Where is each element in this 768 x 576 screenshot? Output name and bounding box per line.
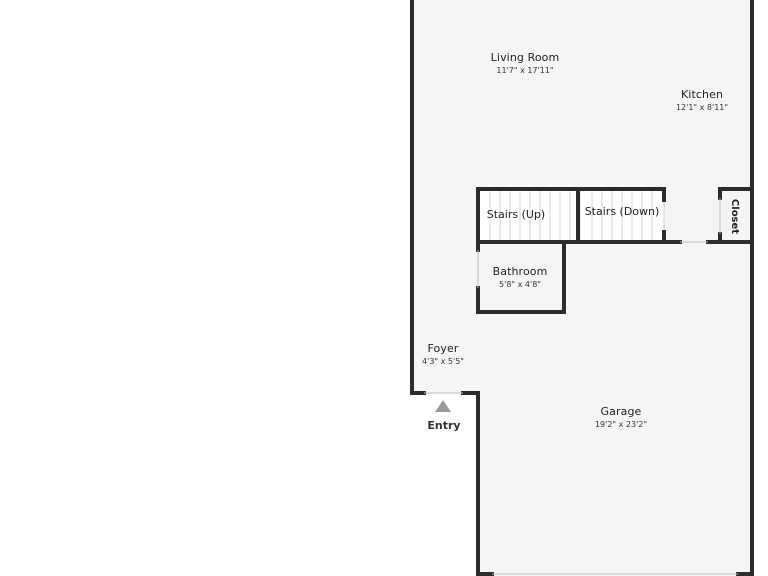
garage-name: Garage [600,405,642,418]
floor-fill [412,0,754,576]
stairs-down-label: Stairs (Down) [584,205,660,218]
stairs-down-graphic [579,188,665,242]
garage-dims: 19'2" x 23'2" [594,420,648,429]
entry-label: Entry [427,419,461,432]
door-openings [424,198,738,575]
living-room-label: Living Room 11'7" x 17'11" [491,51,560,75]
kitchen-dims: 12'1" x 8'11" [675,103,729,112]
kitchen-label: Kitchen 12'1" x 8'11" [676,88,728,112]
living-room-dims: 11'7" x 17'11" [496,66,554,75]
bathroom-label: Bathroom 5'8" x 4'8" [493,265,548,289]
stairs-up-label: Stairs (Up) [486,208,546,221]
kitchen-name: Kitchen [680,88,724,101]
entry-arrow-icon [435,400,451,412]
foyer-name: Foyer [427,342,459,355]
bathroom-dims: 5'8" x 4'8" [499,280,541,289]
living-room-name: Living Room [490,51,560,64]
foyer-label: Foyer 4'3" x 5'5" [422,342,464,366]
foyer-dims: 4'3" x 5'5" [422,357,464,366]
garage-label: Garage 19'2" x 23'2" [595,405,647,429]
closet-label: Closet [729,198,741,235]
bathroom-name: Bathroom [492,265,548,278]
walls [410,0,754,576]
